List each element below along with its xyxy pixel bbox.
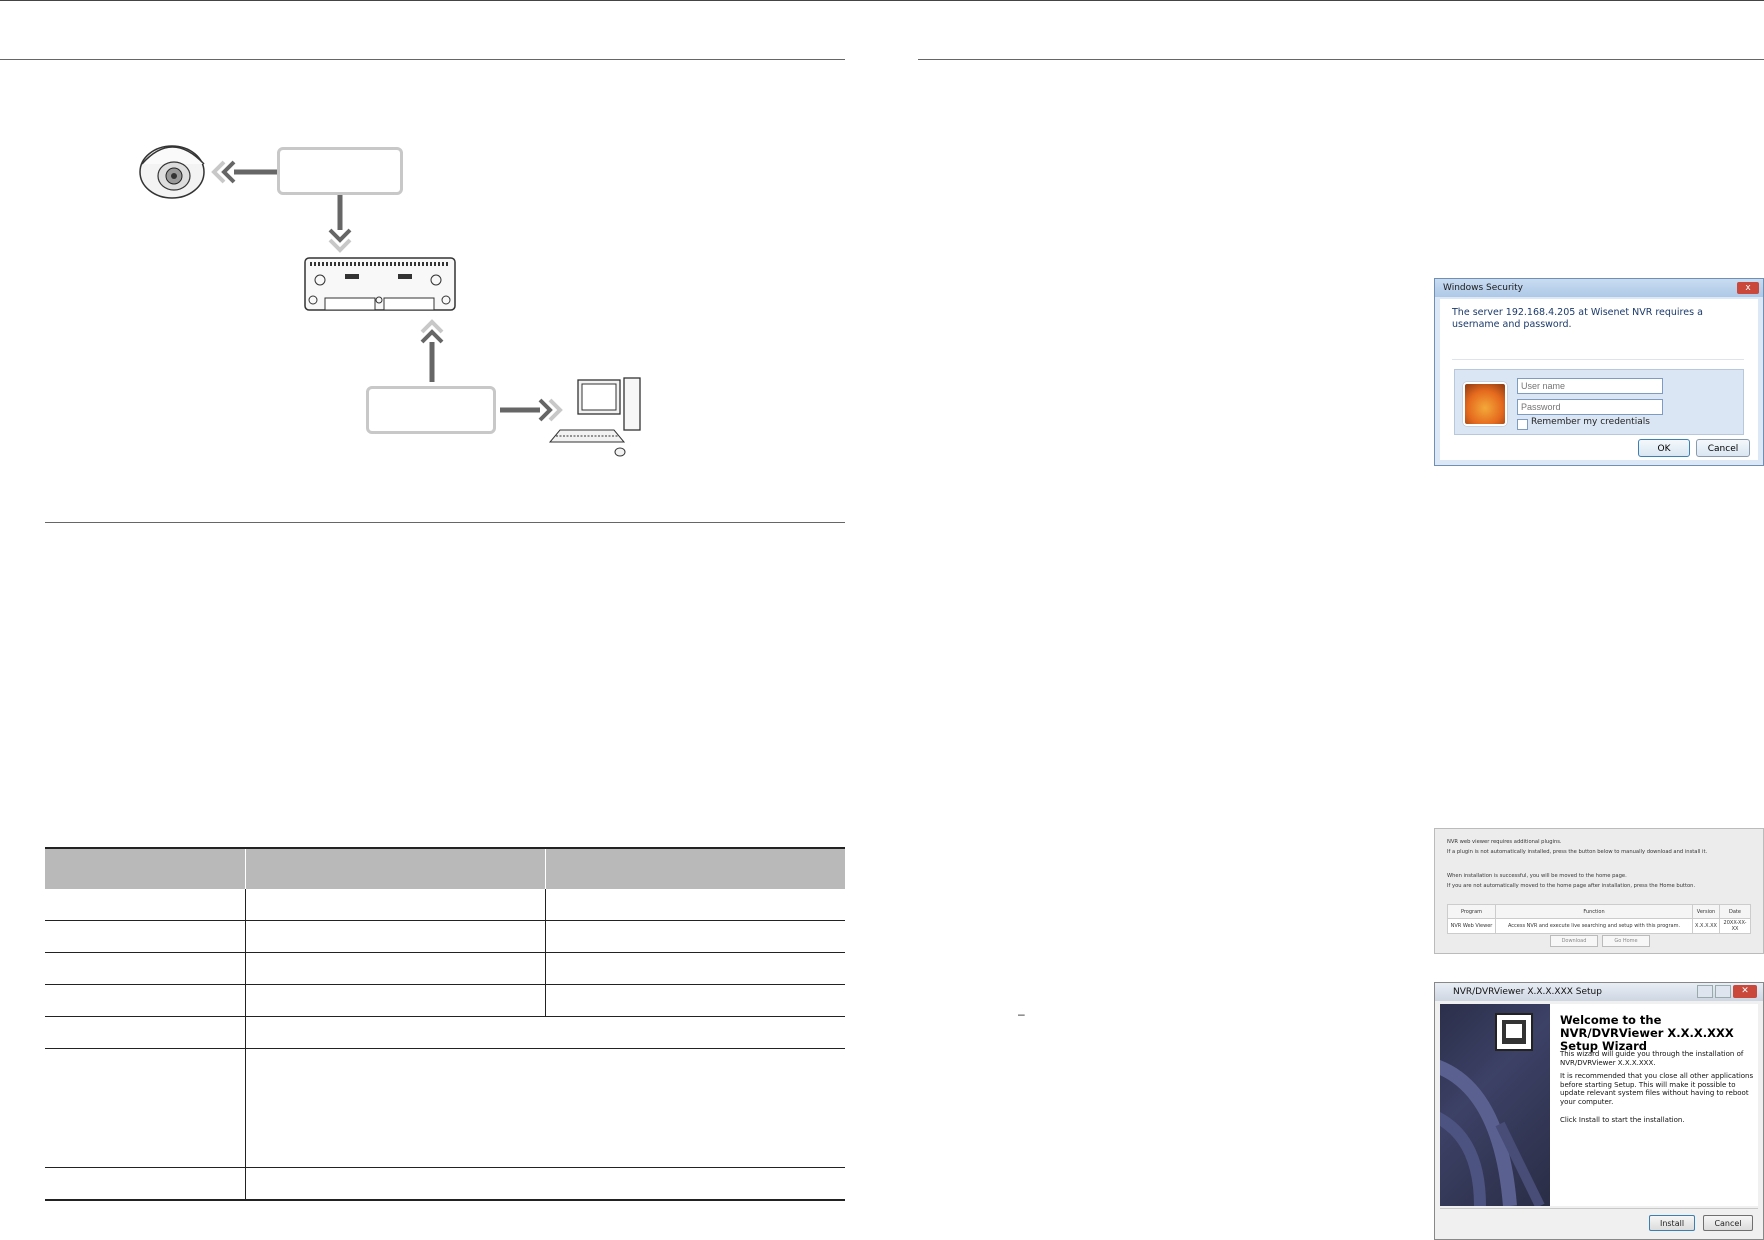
- table-cell: [245, 1016, 845, 1049]
- right-section-rule: [918, 59, 1764, 60]
- divider: [1452, 359, 1744, 360]
- setup-wizard-window: NVR/DVRViewer X.X.X.XXX Setup ✕ Welcome …: [1434, 982, 1764, 1240]
- close-icon[interactable]: x: [1737, 282, 1759, 294]
- table-cell: [245, 920, 546, 953]
- table-row: [45, 889, 845, 921]
- table-header-cell: Program: [1447, 904, 1496, 919]
- table-row: NVR Web Viewer Access NVR and execute li…: [1447, 918, 1751, 934]
- left-mid-rule: [45, 522, 845, 523]
- table-row: [45, 952, 845, 985]
- top-rule: [0, 0, 1764, 1]
- plugin-table-header: Program Function Version Date: [1447, 904, 1751, 919]
- table-header-cell: Version: [1692, 904, 1720, 919]
- table-row: [45, 1016, 845, 1049]
- left-section-rule: [0, 59, 845, 60]
- install-button[interactable]: Install: [1649, 1215, 1695, 1231]
- plugin-text-line: If you are not automatically moved to th…: [1447, 883, 1696, 889]
- spec-table-header: [45, 847, 845, 889]
- spec-header-cell: [545, 847, 845, 889]
- wizard-side-banner: [1440, 1004, 1550, 1206]
- plugin-text-line: When installation is successful, you wil…: [1447, 873, 1627, 879]
- close-icon[interactable]: ✕: [1733, 985, 1757, 998]
- table-cell: Access NVR and execute live searching an…: [1495, 918, 1693, 934]
- table-cell: [45, 920, 246, 953]
- table-cell: [45, 952, 246, 985]
- dialog-title: Windows Security: [1435, 279, 1763, 297]
- table-row: [45, 920, 845, 953]
- table-cell: [545, 952, 845, 985]
- plugin-text-line: If a plugin is not automatically install…: [1447, 849, 1708, 855]
- nvr-device-icon: [304, 257, 456, 311]
- table-cell: [545, 984, 845, 1017]
- diagram-box-top: [277, 147, 403, 195]
- go-home-button[interactable]: Go Home: [1602, 935, 1650, 947]
- table-header-cell: Date: [1719, 904, 1751, 919]
- wizard-paragraph: It is recommended that you close all oth…: [1560, 1072, 1754, 1106]
- windows-security-dialog: Windows Security x The server 192.168.4.…: [1434, 278, 1764, 466]
- wizard-title: NVR/DVRViewer X.X.X.XXX Setup: [1435, 983, 1763, 1001]
- plugin-text-line: NVR web viewer requires additional plugi…: [1447, 839, 1562, 845]
- table-cell: [245, 952, 546, 985]
- spec-table: [45, 847, 845, 1201]
- table-row: [45, 984, 845, 1017]
- remember-checkbox[interactable]: [1517, 419, 1528, 430]
- table-cell: [245, 889, 546, 921]
- pc-computer-icon: [548, 377, 641, 457]
- wizard-paragraph: Click Install to start the installation.: [1560, 1116, 1685, 1124]
- plugin-table: Program Function Version Date NVR Web Vi…: [1447, 904, 1751, 934]
- cancel-button[interactable]: Cancel: [1703, 1215, 1753, 1231]
- table-cell: [45, 1048, 246, 1168]
- table-cell: [245, 1048, 845, 1168]
- banner-graphic: [1440, 1013, 1545, 1206]
- table-row: [45, 1167, 845, 1201]
- network-diagram: [130, 130, 670, 470]
- divider: [1440, 1208, 1758, 1209]
- minimize-icon[interactable]: [1715, 985, 1731, 998]
- ok-button[interactable]: OK: [1638, 439, 1690, 457]
- dome-camera-icon: [139, 145, 205, 199]
- table-cell: [245, 1167, 845, 1201]
- table-cell: NVR Web Viewer: [1447, 918, 1496, 934]
- cancel-button[interactable]: Cancel: [1696, 439, 1750, 457]
- table-cell: [45, 984, 246, 1017]
- username-input[interactable]: [1517, 378, 1663, 394]
- dialog-body: The server 192.168.4.205 at Wisenet NVR …: [1440, 299, 1758, 460]
- password-input[interactable]: [1517, 399, 1663, 415]
- spec-header-cell: [245, 847, 546, 889]
- stray-mark: –: [1018, 1007, 1025, 1021]
- table-cell: 20XX-XX-XX: [1719, 918, 1751, 934]
- table-cell: [45, 1167, 246, 1201]
- plugin-install-panel: NVR web viewer requires additional plugi…: [1434, 828, 1764, 954]
- download-button[interactable]: Download: [1550, 935, 1598, 947]
- remember-label: Remember my credentials: [1531, 417, 1650, 427]
- credential-panel: Remember my credentials: [1454, 369, 1744, 435]
- table-cell: [545, 889, 845, 921]
- wizard-content: Welcome to the NVR/DVRViewer X.X.X.XXX S…: [1550, 1004, 1758, 1206]
- maximize-icon[interactable]: [1697, 985, 1713, 998]
- table-cell: [45, 1016, 246, 1049]
- diagram-graphic: [139, 145, 641, 457]
- diagram-box-bottom: [366, 386, 496, 434]
- table-cell: [545, 920, 845, 953]
- spec-header-cell: [45, 847, 246, 889]
- dialog-message: The server 192.168.4.205 at Wisenet NVR …: [1452, 307, 1703, 330]
- user-tile-icon: [1463, 382, 1507, 426]
- table-cell: [45, 889, 246, 921]
- table-row: [45, 1048, 845, 1168]
- table-cell: [245, 984, 546, 1017]
- table-cell: X.X.X.XX: [1692, 918, 1720, 934]
- wizard-heading: Welcome to the NVR/DVRViewer X.X.X.XXX S…: [1560, 1013, 1734, 1053]
- wizard-paragraph: This wizard will guide you through the i…: [1560, 1050, 1744, 1067]
- table-header-cell: Function: [1495, 904, 1693, 919]
